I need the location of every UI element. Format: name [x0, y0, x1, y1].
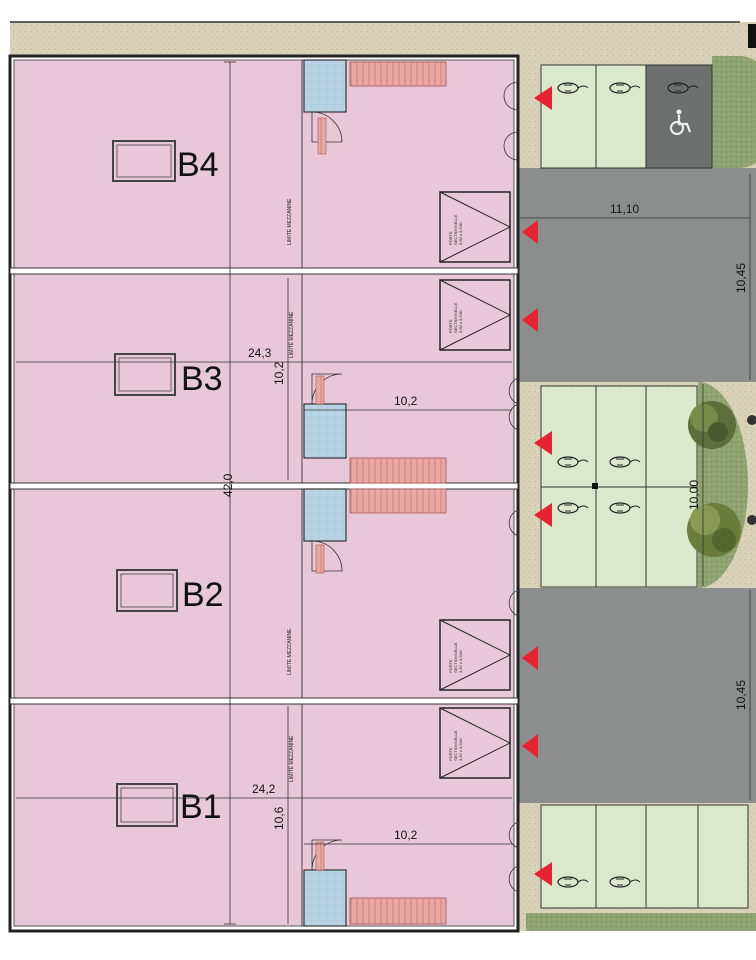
ev-charging-car-icon	[557, 876, 589, 888]
mezzanine-limit-label: LIMITE MEZZANINE	[289, 311, 295, 358]
staircase	[349, 488, 447, 514]
skylight	[116, 783, 178, 827]
ev-charging-car-icon	[609, 502, 641, 514]
stair-core-b4	[303, 59, 447, 155]
unit-b1: B1	[13, 703, 515, 927]
tree-icon	[687, 503, 741, 557]
bathroom	[303, 403, 347, 459]
party-wall	[9, 482, 519, 490]
door-label: PORTESECTIONNELLE3,50 x 3,50H	[448, 214, 463, 245]
dimension-b1-mezzanine-width: 10,2	[394, 828, 418, 842]
party-wall	[9, 697, 519, 705]
door-label: PORTESECTIONNELLE3,50 x 3,50H	[448, 730, 463, 761]
entrance-arrow-icon	[522, 734, 538, 758]
dimension-b1-depth: 10,6	[272, 806, 286, 830]
bathroom	[303, 488, 347, 542]
road-lower	[518, 588, 756, 803]
entrance-arrow-icon	[522, 646, 538, 670]
dimension-road-upper-length: 10,45	[734, 263, 748, 293]
entrance-arrow-icon	[522, 220, 538, 244]
dimension-road-lower-length: 10,45	[734, 680, 748, 710]
stair-core-b1	[303, 839, 447, 927]
sectional-door-b3: PORTESECTIONNELLE3,50 x 3,50H	[439, 279, 512, 351]
entrance-arrow-icon	[522, 308, 538, 332]
entrance-arrow-icon	[534, 862, 552, 886]
dimension-b3-width: 24,3	[248, 346, 272, 360]
door-swing	[311, 111, 343, 143]
ev-charging-car-icon	[609, 456, 641, 468]
parking-space	[595, 486, 647, 588]
parking-space	[697, 804, 749, 909]
parking-space	[595, 385, 647, 488]
parking-space	[540, 486, 597, 588]
ev-charging-car-icon	[557, 502, 589, 514]
bathroom	[303, 869, 347, 927]
door-label: PORTESECTIONNELLE3,50 x 3,50H	[448, 642, 463, 673]
ev-charging-car-icon	[557, 82, 589, 94]
parking-area-bottom	[526, 803, 756, 931]
unit-b2: B2	[13, 488, 515, 699]
ev-charging-car-icon	[609, 82, 641, 94]
edge-marker	[748, 24, 756, 48]
facade-openings	[503, 81, 519, 893]
parking-space	[540, 64, 597, 169]
unit-label: B3	[181, 360, 223, 398]
staircase	[349, 457, 447, 484]
parking-area-middle	[526, 382, 756, 588]
ev-charging-car-icon	[667, 82, 699, 94]
road-upper	[518, 168, 756, 382]
parking-space	[540, 804, 597, 909]
dimension-total-height: 42,0	[221, 473, 235, 497]
unit-label: B2	[182, 576, 224, 614]
dimension-b3-depth: 10,2	[272, 361, 286, 385]
entrance-arrow-icon	[534, 431, 552, 455]
door-swing	[311, 540, 343, 572]
sectional-door-b4: PORTESECTIONNELLE3,50 x 3,50H	[439, 191, 512, 263]
dimension-road-width: 11,10	[610, 202, 639, 216]
parking-area-top	[526, 56, 756, 169]
skylight	[116, 569, 178, 612]
parking-space	[595, 804, 647, 909]
bathroom	[303, 59, 347, 113]
wheelchair-icon	[670, 109, 692, 135]
dimension-b1-width: 24,2	[252, 782, 276, 796]
dimension-parking-island-length: 10,00	[687, 480, 701, 510]
stair-core-b3	[303, 373, 447, 484]
bottom-grass-strip	[526, 913, 756, 931]
ev-charging-car-icon	[557, 456, 589, 468]
mezzanine-limit-label: LIMITE MEZZANINE	[289, 735, 295, 782]
sectional-door-b1: PORTESECTIONNELLE3,50 x 3,50H	[439, 707, 512, 779]
skylight	[114, 353, 176, 396]
tree-icon	[688, 401, 736, 449]
stair-core-b2	[303, 488, 447, 574]
unit-b4: B4	[13, 59, 515, 269]
unit-label: B1	[180, 788, 222, 826]
sectional-door-b2: PORTESECTIONNELLE3,50 x 3,50H	[439, 619, 512, 691]
unit-b3: B3	[13, 273, 515, 484]
party-wall	[9, 267, 519, 275]
entrance-arrow-icon	[534, 86, 552, 110]
skylight	[112, 140, 176, 182]
parking-space	[595, 64, 647, 169]
staircase	[349, 61, 447, 87]
parking-space	[645, 804, 699, 909]
mezzanine-limit-label: LIMITE MEZZANINE	[287, 628, 293, 675]
ev-charging-car-icon	[609, 876, 641, 888]
dimension-lines	[16, 61, 751, 925]
entrance-arrow-icon	[534, 503, 552, 527]
staircase	[349, 897, 447, 925]
top-gravel-strip	[10, 22, 756, 56]
right-gravel-strip	[516, 56, 526, 931]
parking-space	[645, 385, 698, 488]
door-label: PORTESECTIONNELLE3,50 x 3,50H	[448, 302, 463, 333]
mezzanine-limit-label: LIMITE MEZZANINE	[287, 198, 293, 245]
dimension-b3-mezzanine-width: 10,2	[394, 394, 418, 408]
unit-label: B4	[177, 146, 219, 184]
